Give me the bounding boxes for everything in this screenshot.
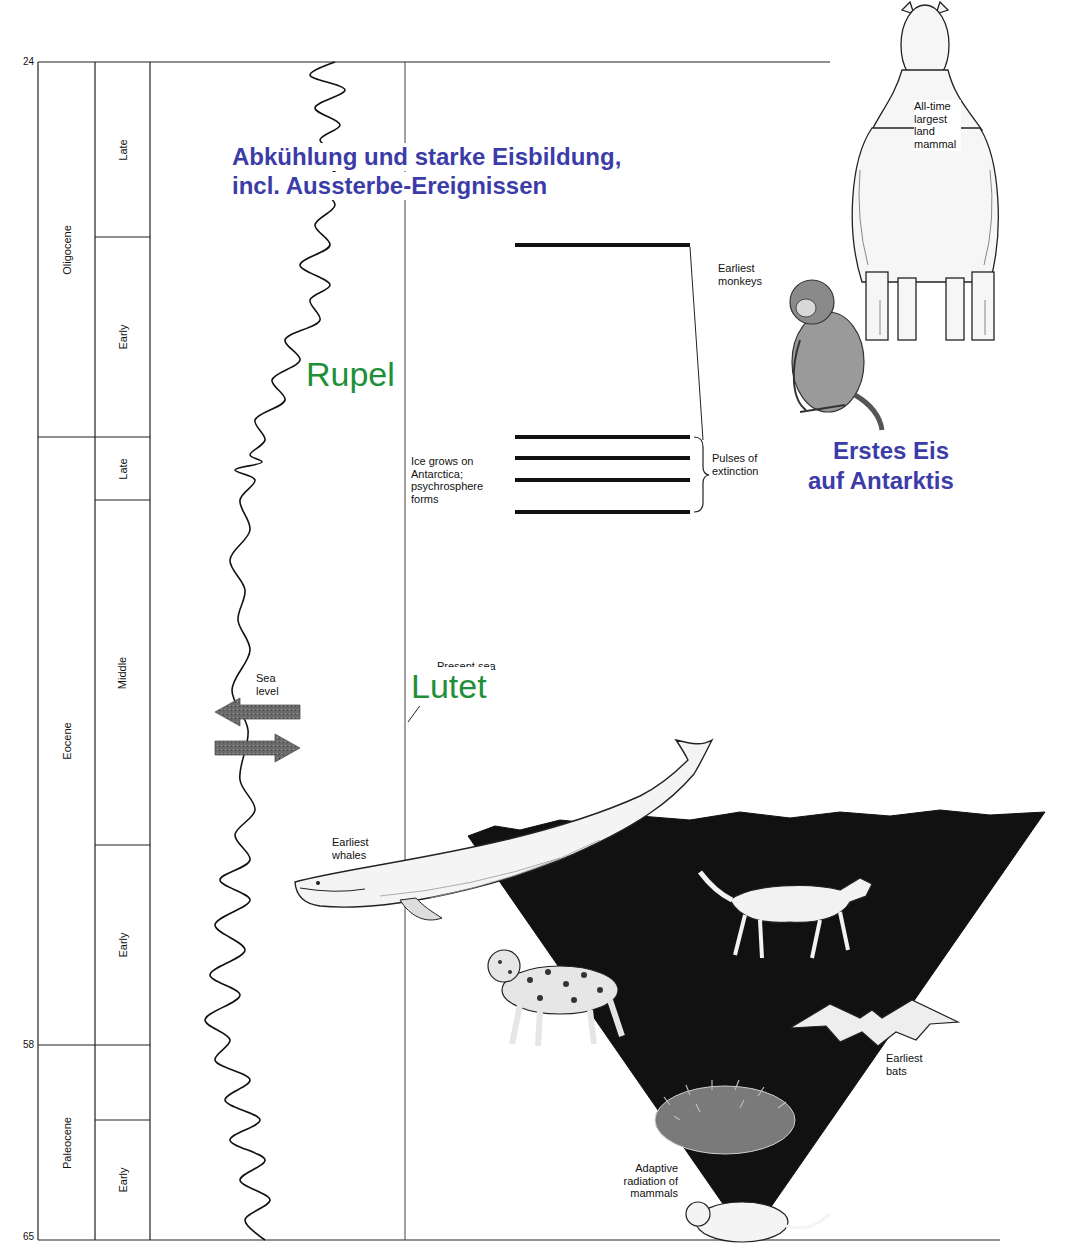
axis-number: 65 (10, 1231, 34, 1243)
bracket (694, 437, 709, 512)
carnivore-tail (700, 872, 732, 900)
axis-number: 24 (10, 56, 34, 68)
monkey-figure (790, 280, 882, 430)
extinction-bars (515, 245, 690, 512)
extinction-bar (515, 478, 690, 482)
annotation: Abkühlung und starke Eisbildung, (232, 143, 626, 171)
epoch-name: Late (116, 458, 128, 479)
rodent-tail (786, 1214, 830, 1228)
whale-flipper (400, 898, 442, 920)
mammal-body (852, 128, 998, 282)
leader-line (690, 247, 703, 440)
epoch-band: Early (95, 845, 150, 1045)
sea-level-line (405, 62, 406, 1240)
mammal-shading (859, 170, 992, 335)
epoch-name: Early (117, 932, 129, 957)
epoch-name: Middle (117, 656, 129, 688)
figure-caption: Earliest whales (332, 836, 373, 861)
epoch-name: Early (117, 324, 129, 349)
mammal-leg (972, 272, 994, 340)
epoch-band: Early (95, 1120, 150, 1240)
extinction-bar (515, 243, 690, 247)
rodent-figure (686, 1202, 830, 1242)
insectivore-figure (655, 1080, 795, 1154)
rodent-head (686, 1202, 710, 1226)
note: Pulses of extinction (712, 452, 772, 477)
insectivore-spines (664, 1080, 786, 1120)
carnivore-figure (700, 872, 872, 958)
mammal-leg (946, 278, 964, 340)
whale-shading (380, 840, 600, 898)
stage-name: Lutet (411, 667, 491, 706)
radiation-cone (468, 810, 1045, 1240)
epoch-name: Oligocene (60, 225, 72, 275)
mammal-leg (898, 278, 916, 340)
epoch-band: Oligocene (38, 62, 95, 437)
epoch-band: Late (95, 437, 150, 500)
monkey-limbs (794, 340, 845, 412)
annotation: Erstes Eis (833, 437, 954, 465)
epoch-band: Middle (95, 500, 150, 845)
figure-caption: Earliest bats (886, 1052, 927, 1077)
extinction-bar (515, 510, 690, 514)
monkey-body (792, 312, 864, 412)
annotation: incl. Aussterbe-Ereignissen (232, 172, 552, 200)
carnivore-body (730, 878, 872, 922)
extinction-bar (515, 456, 690, 460)
arrow-left (215, 698, 300, 726)
whale-mouth (300, 888, 365, 891)
epoch-name: Early (117, 1167, 129, 1192)
cat-spots (498, 960, 603, 1003)
whale-eye (316, 881, 320, 885)
epoch-band: Late (95, 62, 150, 237)
figure-caption: Earliest monkeys (718, 262, 770, 287)
cat-legs (512, 1000, 622, 1046)
carnivore-legs (735, 912, 848, 958)
annotation: auf Antarktis (808, 467, 958, 495)
note: Sea level (256, 672, 283, 697)
epoch-name: Paleocene (61, 1117, 73, 1169)
figure-caption: All-time largest land mammal (914, 100, 961, 151)
epoch-band: Eocene (38, 437, 95, 1045)
epoch-band: Early (95, 237, 150, 437)
whale-figure (295, 740, 712, 920)
stage-name: Rupel (306, 355, 399, 394)
monkey-face (796, 299, 816, 317)
mammal-figure (852, 2, 998, 340)
monkey-head (790, 280, 834, 324)
bat-figure (790, 1000, 958, 1046)
figure-caption: Adaptive radiation of mammals (619, 1162, 678, 1200)
mammal-leg (866, 272, 888, 340)
whale-body (295, 740, 712, 907)
note: Ice grows on Antarctica; psychrosphere f… (411, 455, 488, 506)
insectivore-body (655, 1086, 795, 1154)
rodent-body (696, 1202, 788, 1242)
cat-figure (488, 950, 622, 1046)
sea-level-curve (205, 62, 345, 1240)
epoch-name: Late (116, 139, 128, 160)
arrow-right (215, 734, 300, 762)
cat-head (488, 950, 520, 982)
monkey-tail (855, 395, 882, 430)
epoch-band: Paleocene (38, 1045, 95, 1240)
axis-number: 58 (10, 1039, 34, 1051)
epoch-name: Eocene (61, 722, 73, 759)
extinction-bar (515, 435, 690, 439)
